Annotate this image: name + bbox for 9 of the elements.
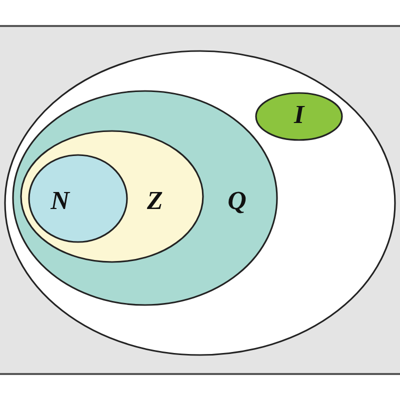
set-ellipse bbox=[12, 90, 278, 306]
set-ellipse bbox=[4, 50, 396, 356]
set-label: I bbox=[294, 102, 304, 128]
set-ellipse bbox=[255, 92, 343, 141]
set-ellipse bbox=[28, 154, 128, 243]
set-label: N bbox=[50, 188, 70, 214]
set-label: Z bbox=[147, 188, 163, 214]
set-ellipse bbox=[20, 130, 204, 263]
set-label: Q bbox=[228, 188, 246, 214]
